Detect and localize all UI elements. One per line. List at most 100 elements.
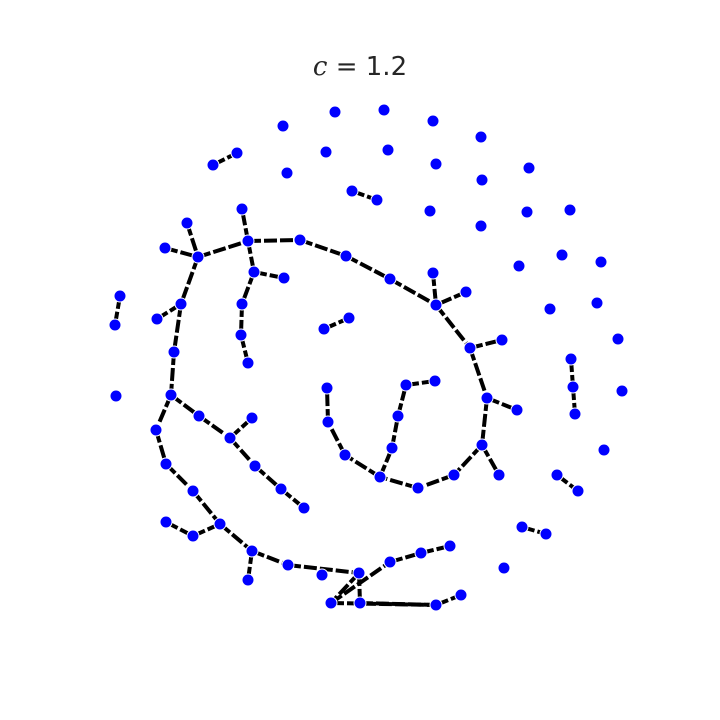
graph-node [426, 266, 440, 280]
graph-node [223, 431, 237, 445]
graph-node [423, 204, 437, 218]
graph-node [383, 555, 397, 569]
graph-node [520, 205, 534, 219]
graph-node [381, 143, 395, 157]
graph-node [345, 184, 359, 198]
graph-node [213, 517, 227, 531]
graph-node [109, 389, 123, 403]
graph-edge [179, 256, 200, 305]
graph-node [377, 103, 391, 117]
graph-node [411, 481, 425, 495]
graph-node [475, 173, 489, 187]
graph-node [399, 378, 413, 392]
title-variable: c [312, 52, 328, 82]
graph-node [164, 388, 178, 402]
graph-node [474, 130, 488, 144]
title-equals: = [327, 52, 366, 82]
graph-node [429, 598, 443, 612]
graph-node [159, 515, 173, 529]
graph-edge [172, 303, 183, 353]
graph-node [428, 374, 442, 388]
graph-node [320, 381, 334, 395]
graph-node [235, 297, 249, 311]
graph-edge [329, 560, 392, 605]
graph-node [543, 302, 557, 316]
graph-node [113, 289, 127, 303]
graph-node [108, 318, 122, 332]
graph-node [480, 391, 494, 405]
graph-edge [359, 601, 437, 607]
graph-node [281, 558, 295, 572]
graph-node [385, 441, 399, 455]
graph-node [280, 166, 294, 180]
graph-node [234, 328, 248, 342]
graph-node [495, 333, 509, 347]
graph-edge [169, 351, 176, 396]
graph-node [158, 241, 172, 255]
graph-node [429, 298, 443, 312]
graph-edge [468, 347, 489, 399]
graph-node [474, 219, 488, 233]
graph-node [338, 448, 352, 462]
graph-node [206, 158, 220, 172]
graph-node [454, 588, 468, 602]
graph-edge [434, 303, 472, 350]
graph-node [235, 202, 249, 216]
graph-edge [247, 238, 301, 243]
graph-node [497, 561, 511, 575]
graph-node [597, 443, 611, 457]
graph-edge [343, 453, 382, 479]
graph-node [245, 544, 259, 558]
graph-node [342, 311, 356, 325]
graph-node [510, 403, 524, 417]
graph-node [247, 265, 261, 279]
graph-node [414, 546, 428, 560]
graph-node [353, 596, 367, 610]
graph-node [150, 312, 164, 326]
graph-node [319, 145, 333, 159]
graph-node [159, 457, 173, 471]
graph-node [186, 484, 200, 498]
graph-node [391, 409, 405, 423]
graph-node [245, 411, 259, 425]
graph-node [373, 470, 387, 484]
graph-node [241, 234, 255, 248]
graph-node [317, 322, 331, 336]
graph-node [555, 248, 569, 262]
graph-node [321, 415, 335, 429]
graph-node [324, 596, 338, 610]
graph-edge [345, 254, 391, 281]
graph-edge [197, 239, 249, 259]
graph-node [443, 539, 457, 553]
graph-edge [480, 397, 489, 446]
graph-node [274, 482, 288, 496]
graph-node [191, 250, 205, 264]
graph-node [315, 568, 329, 582]
graph-node [276, 119, 290, 133]
node-layer [108, 103, 629, 612]
graph-node [241, 356, 255, 370]
graph-node [571, 484, 585, 498]
graph-node [550, 468, 564, 482]
graph-node [383, 272, 397, 286]
graph-node [167, 345, 181, 359]
graph-node [328, 105, 342, 119]
graph-node [475, 438, 489, 452]
graph-edge [218, 522, 254, 553]
graph-node [192, 409, 206, 423]
title-value: 1.2 [365, 52, 408, 82]
graph-node [512, 259, 526, 273]
graph-node [277, 271, 291, 285]
graph-node [352, 566, 366, 580]
graph-node [248, 459, 262, 473]
graph-node [339, 249, 353, 263]
graph-node [293, 233, 307, 247]
graph-edge [379, 475, 419, 490]
graph-node [492, 468, 506, 482]
graph-node [180, 216, 194, 230]
graph-edge [389, 277, 437, 307]
graph-node [515, 520, 529, 534]
graph-node [370, 193, 384, 207]
graph-node [149, 423, 163, 437]
graph-node [429, 157, 443, 171]
